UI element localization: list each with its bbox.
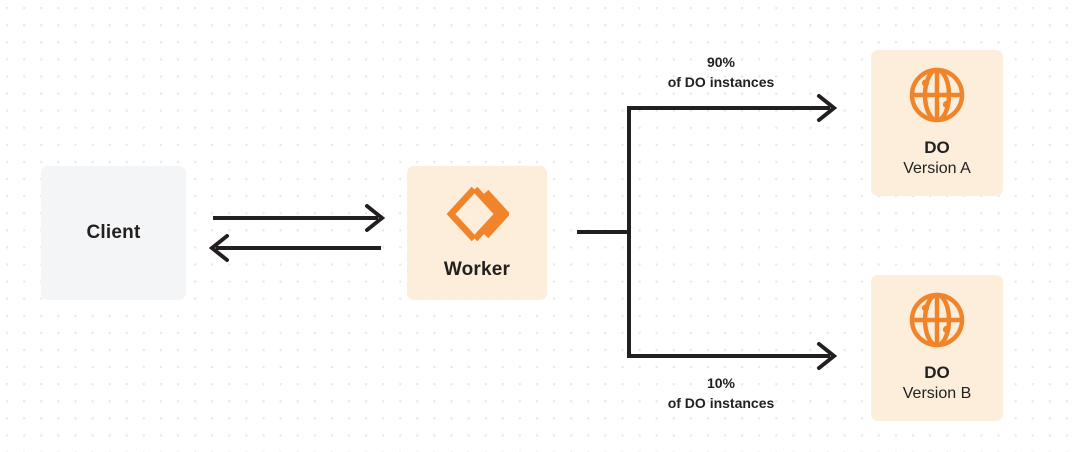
edge-label-do-b-percent: 10% bbox=[706, 375, 736, 391]
node-client-label: Client bbox=[86, 221, 141, 243]
node-do-version-a: DO Version A bbox=[871, 50, 1003, 196]
edge-label-do-a: 90% of DO instances bbox=[622, 53, 820, 93]
edge-worker-to-do-b bbox=[627, 342, 838, 370]
edge-label-do-a-percent: 90% bbox=[706, 54, 736, 70]
node-do-version-b: DO Version B bbox=[871, 275, 1003, 421]
globe-icon bbox=[908, 291, 966, 349]
edge-client-to-worker bbox=[213, 204, 386, 232]
node-worker-label: Worker bbox=[443, 258, 511, 280]
edge-worker-to-client bbox=[208, 234, 381, 262]
node-do-a-subtitle: Version A bbox=[903, 160, 971, 178]
node-worker: Worker bbox=[407, 166, 547, 300]
edge-label-do-b-subtext: of DO instances bbox=[667, 394, 775, 411]
globe-icon bbox=[908, 66, 966, 124]
edge-label-do-a-subtext: of DO instances bbox=[667, 73, 775, 90]
edge-label-do-b: 10% of DO instances bbox=[622, 374, 820, 414]
node-do-a-title: DO bbox=[924, 137, 950, 157]
edge-worker-to-do-a bbox=[627, 94, 838, 122]
node-do-b-title: DO bbox=[924, 362, 950, 382]
node-client: Client bbox=[41, 166, 186, 300]
cloudflare-workers-icon bbox=[445, 185, 511, 243]
node-do-b-subtitle: Version B bbox=[902, 385, 972, 403]
